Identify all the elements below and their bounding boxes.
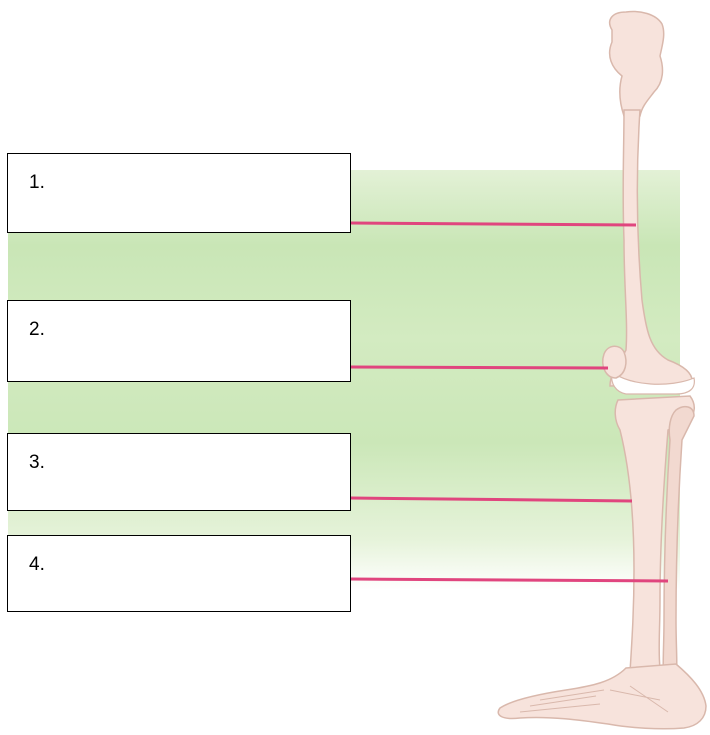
label-number-4: 4. [29, 554, 45, 576]
leader-line-2 [351, 367, 608, 368]
leader-line-3 [351, 498, 632, 501]
label-number-3: 3. [29, 452, 45, 474]
label-box-3[interactable]: 3. [7, 433, 351, 511]
leader-line-4 [351, 579, 668, 581]
femur-head [610, 12, 664, 117]
label-box-2[interactable]: 2. [7, 300, 351, 382]
patella [603, 346, 626, 378]
femur [610, 110, 692, 386]
label-number-1: 1. [29, 172, 45, 194]
label-number-2: 2. [29, 319, 45, 341]
foot [498, 664, 706, 729]
leader-line-1 [351, 223, 636, 225]
label-box-1[interactable]: 1. [7, 153, 351, 233]
label-box-4[interactable]: 4. [7, 535, 351, 612]
fibula [663, 407, 694, 688]
